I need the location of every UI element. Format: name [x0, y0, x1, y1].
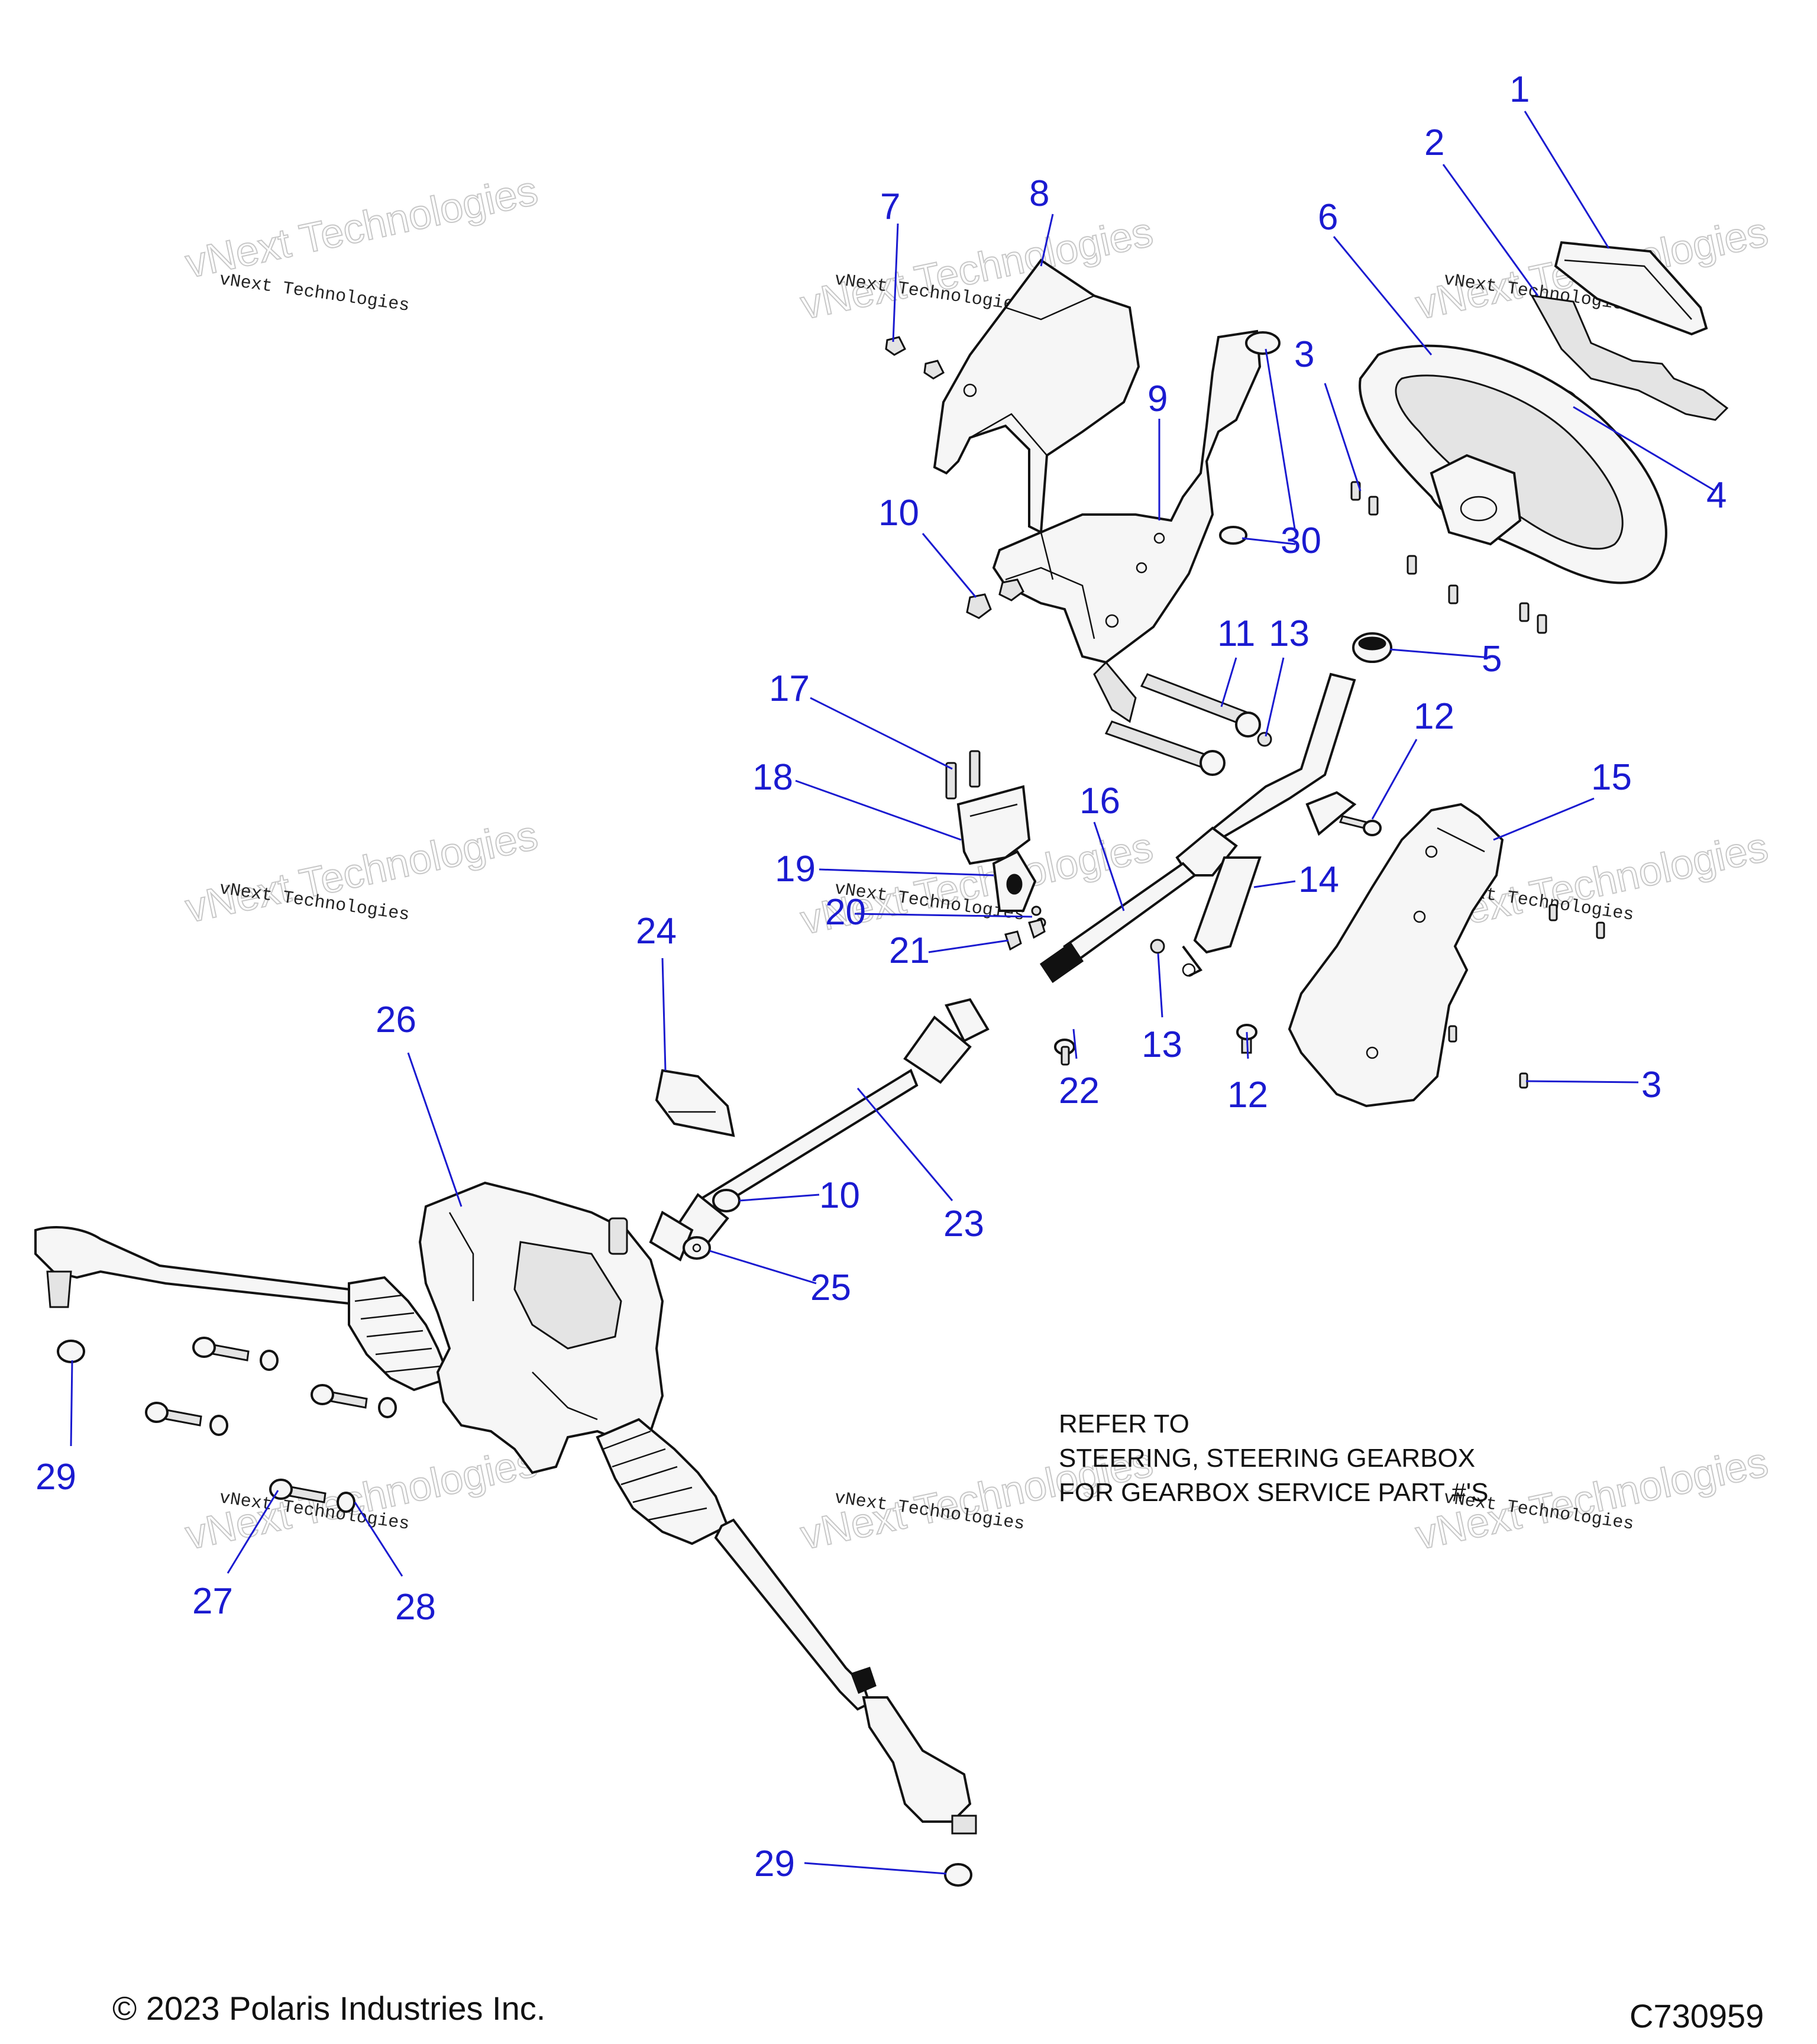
part-5-bushing — [1352, 632, 1392, 663]
callout-1: 1 — [1509, 69, 1530, 110]
callout-13-upper: 13 — [1269, 613, 1310, 654]
callout-5: 5 — [1482, 639, 1502, 680]
part-22-bolt — [1054, 1039, 1075, 1066]
callout-14: 14 — [1298, 859, 1339, 900]
figure-id: C730959 — [1630, 1997, 1764, 2035]
part-14-damper — [1182, 791, 1357, 977]
callout-28: 28 — [395, 1587, 436, 1628]
part-20-21-fasteners — [1004, 905, 1046, 951]
callout-6: 6 — [1318, 197, 1338, 238]
watermark-small-text: vNext Technologies — [218, 270, 411, 316]
callout-24: 24 — [636, 911, 677, 952]
part-15-lower-cover — [1288, 803, 1605, 1108]
part-8-column-cover — [933, 258, 1140, 535]
callout-10-lower: 10 — [819, 1175, 860, 1216]
callout-12-upper: 12 — [1414, 696, 1454, 737]
part-17-bolts — [945, 750, 981, 800]
part-30-rings — [1219, 331, 1281, 545]
callout-10-upper: 10 — [878, 493, 919, 533]
watermark-large-text: vNext Technologies — [182, 167, 542, 286]
note-line-3: FOR GEARBOX SERVICE PART #'S — [1059, 1478, 1488, 1507]
callout-4: 4 — [1706, 475, 1727, 516]
part-6-steering-wheel — [1359, 344, 1667, 584]
callout-29-right: 29 — [754, 1844, 795, 1884]
part-1-steering-cap — [1554, 241, 1708, 336]
note-line-1: REFER TO — [1059, 1409, 1189, 1438]
part-24-boot — [655, 1069, 735, 1137]
part-7-nut — [885, 336, 945, 380]
callouts: 1 2 6 3 4 5 7 8 9 30 10 11 13 12 15 16 1… — [35, 69, 1727, 1884]
callout-12-lower: 12 — [1227, 1075, 1268, 1115]
callout-7: 7 — [880, 186, 900, 227]
callout-26: 26 — [376, 1000, 416, 1040]
part-23-intermediate-shaft — [649, 998, 990, 1262]
callout-25: 25 — [810, 1267, 851, 1308]
part-27-28-bolts-washers — [145, 1337, 397, 1513]
watermark-1: vNext Technologies — [181, 166, 542, 287]
callout-15: 15 — [1591, 757, 1632, 798]
callout-9: 9 — [1147, 379, 1168, 419]
part-9-column-bracket — [992, 329, 1262, 723]
note-line-2: STEERING, STEERING GEARBOX — [1059, 1444, 1475, 1473]
callout-17: 17 — [769, 668, 810, 709]
callout-19: 19 — [775, 849, 816, 890]
part-11-bolts — [1104, 673, 1261, 776]
callout-3-upper: 3 — [1294, 334, 1314, 375]
callout-20: 20 — [825, 892, 866, 933]
callout-2: 2 — [1424, 122, 1444, 163]
part-10-lower-nut — [712, 1189, 741, 1212]
part-29-nuts — [57, 1340, 972, 1887]
part-25-bolt — [683, 1236, 711, 1260]
callout-22: 22 — [1059, 1070, 1100, 1111]
part-26-steering-gearbox — [34, 1181, 977, 1835]
service-note: REFER TO STEERING, STEERING GEARBOX FOR … — [1059, 1409, 1488, 1507]
part-2-wheel-trim — [1530, 295, 1729, 421]
callout-27: 27 — [192, 1581, 233, 1622]
callout-11: 11 — [1217, 613, 1255, 654]
callout-18: 18 — [752, 757, 793, 798]
callout-3-lower: 3 — [1641, 1065, 1661, 1105]
part-16-upper-shaft — [1039, 672, 1356, 984]
callout-8: 8 — [1029, 173, 1049, 214]
part-13-nuts — [1150, 732, 1272, 954]
part-19-bearing-block — [992, 850, 1037, 912]
callout-16: 16 — [1079, 781, 1120, 822]
part-10-nuts — [966, 578, 1024, 619]
callout-30: 30 — [1281, 520, 1321, 561]
callout-23: 23 — [943, 1204, 984, 1244]
callout-29-left: 29 — [35, 1457, 76, 1498]
copyright-text: © 2023 Polaris Industries Inc. — [112, 1990, 545, 2027]
callout-13-lower: 13 — [1142, 1024, 1182, 1065]
callout-21: 21 — [889, 930, 930, 971]
leader-lines — [70, 111, 1716, 1875]
part-3-screws-wheel — [1350, 481, 1547, 634]
